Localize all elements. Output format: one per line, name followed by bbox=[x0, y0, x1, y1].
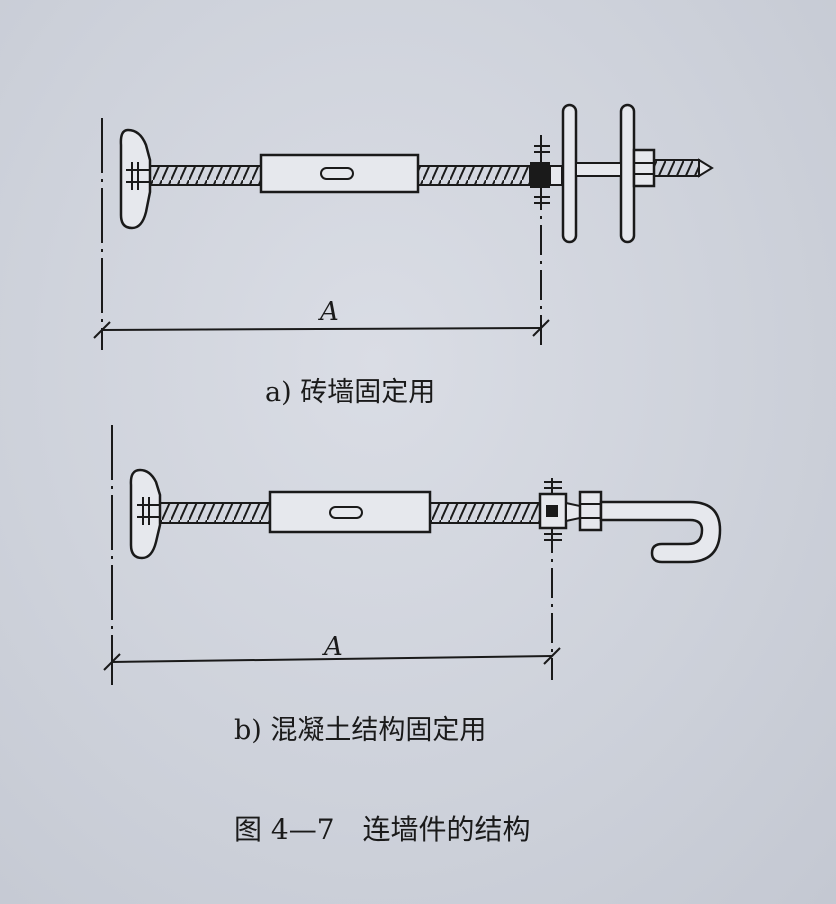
anchor-plate bbox=[119, 128, 152, 230]
caption-brick-wall: a) 砖墙固定用 bbox=[265, 377, 436, 408]
caption-concrete-structure: b) 混凝土结构固定用 bbox=[234, 715, 487, 746]
lock-nut bbox=[530, 162, 550, 188]
threaded-rod-right bbox=[417, 165, 531, 186]
concrete-structure-connector: A bbox=[103, 425, 722, 685]
sleeve-slot-b bbox=[329, 506, 363, 519]
hook-coupler bbox=[578, 490, 603, 532]
figure-caption: 图 4—7 连墙件的结构 bbox=[234, 813, 531, 846]
bolt-nut bbox=[632, 148, 656, 188]
clamp-bolt bbox=[575, 162, 622, 177]
dimension-line-a bbox=[101, 327, 542, 331]
dimension-line-b bbox=[111, 655, 553, 663]
sleeve-slot bbox=[320, 167, 354, 180]
clamp-plate-left bbox=[561, 103, 578, 244]
anchor-plate-b bbox=[129, 468, 162, 560]
j-hook bbox=[599, 500, 722, 564]
clamp-plate-right bbox=[619, 103, 636, 244]
dimension-label-b: A bbox=[322, 632, 343, 662]
dimension-label-a: A bbox=[318, 297, 339, 327]
threaded-rod-right-b bbox=[429, 502, 541, 524]
threaded-rod-left-b bbox=[159, 502, 271, 524]
brick-wall-connector: A bbox=[93, 103, 714, 350]
threaded-rod-left bbox=[149, 165, 262, 186]
screw-tip bbox=[698, 158, 714, 178]
